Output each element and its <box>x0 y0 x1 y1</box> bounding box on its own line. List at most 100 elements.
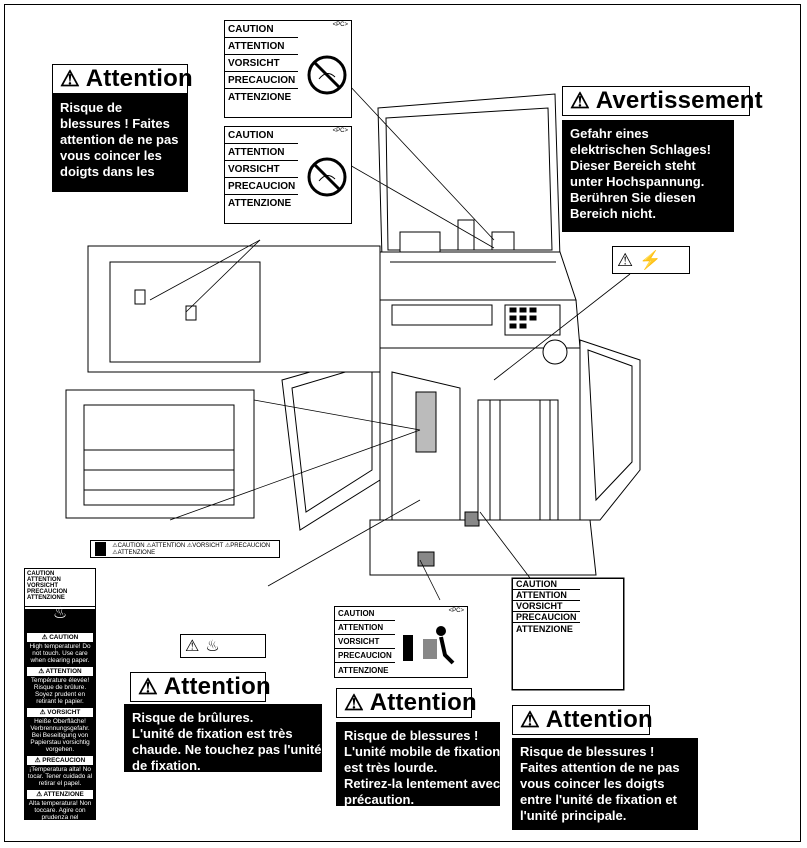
label-row: ATTENTION <box>335 621 395 635</box>
label-row: ATTENTION <box>27 577 61 583</box>
message-line: elektrischen Schlages! <box>570 142 711 157</box>
message-line: Gefahr eines <box>570 126 649 141</box>
attention-header-top-left: ⚠ Attention <box>52 64 193 94</box>
warning-label-bottom-right: CAUTION ATTENTION VORSICHT PRECAUCION AT… <box>512 578 624 690</box>
message-line: Retirez-la lentement avec <box>344 776 501 791</box>
label-row: CAUTION <box>225 127 299 144</box>
message-line: Risque de <box>60 100 123 115</box>
message-line: entre l'unité de fixation et <box>520 792 677 807</box>
section-body: Alta temperatura! Non toccare. Agire con… <box>28 800 92 828</box>
label-code: <PC> <box>332 128 348 134</box>
label-row: ATTENTION <box>513 590 580 601</box>
attention-header-mobile: ⚠ Attention <box>336 688 477 718</box>
attention-title: Attention <box>369 689 477 716</box>
attention-message-right: Risque de blessures ! Faites attention d… <box>512 738 698 830</box>
avertissement-message: Gefahr eines elektrischen Schlages! Dies… <box>562 120 734 232</box>
avertissement-title: Avertissement <box>595 87 763 114</box>
label-row: PRECAUCION <box>335 649 395 663</box>
warning-triangle-icon: ⚠ <box>617 249 634 270</box>
hot-surface-strip-label: ⚠CAUTION ⚠ATTENTION ⚠VORSICHT ⚠PRECAUCIO… <box>90 540 280 558</box>
warning-triangle-icon: ⚠ <box>185 638 200 655</box>
label-row: PRECAUCION <box>225 178 299 195</box>
label-row: CAUTION <box>225 21 299 38</box>
warning-triangle-icon: ⚠ <box>344 690 364 715</box>
message-line: Berühren Sie diesen <box>570 190 696 205</box>
label-row: VORSICHT <box>335 635 395 649</box>
attention-title: Attention <box>85 65 193 92</box>
label-row: VORSICHT <box>225 161 299 178</box>
message-line: de fixation. <box>132 758 201 773</box>
message-line: attention de ne pas <box>60 132 179 147</box>
pinch-hazard-icon <box>403 626 455 665</box>
vertical-section: ⚠ PRECAUCION ¡Temperatura alta! No tocar… <box>25 754 95 788</box>
label-row: PRECAUCION <box>27 589 68 595</box>
section-head: ⚠ ATTENZIONE <box>27 790 93 799</box>
label-row: ATTENZIONE <box>516 623 573 634</box>
label-code: <PC> <box>332 22 348 28</box>
section-body: High temperature! Do not touch. Use care… <box>29 643 91 664</box>
message-line: Bereich nicht. <box>570 206 656 221</box>
hot-surface-icon: ♨ <box>205 638 220 655</box>
vertical-section: ⚠ ATTENZIONE Alta temperatura! Non tocca… <box>25 788 95 829</box>
vertical-warning-label: CAUTION ATTENTION VORSICHT PRECAUCION AT… <box>24 568 96 828</box>
message-line: Dieser Bereich steht <box>570 158 696 173</box>
attention-header-right: ⚠ Attention <box>512 705 653 735</box>
label-row: ATTENTION <box>225 38 299 55</box>
message-line: doigts dans les <box>60 164 155 179</box>
label-row: ATTENZIONE <box>228 198 292 209</box>
no-hand-pinch-icon <box>307 55 347 95</box>
high-voltage-label: ⚠ ⚡ <box>612 246 690 274</box>
label-row: PRECAUCION <box>513 612 580 623</box>
label-row: VORSICHT <box>27 583 59 589</box>
message-line: Risque de blessures ! <box>344 728 479 743</box>
figure-frame <box>4 4 801 842</box>
attention-header-burn: ⚠ Attention <box>130 672 271 702</box>
lightning-warning-icon: ⚡ <box>639 249 662 270</box>
label-row: PRECAUCION <box>225 72 299 89</box>
label-code: <PC> <box>448 608 464 614</box>
warning-triangle-icon: ⚠ <box>520 707 540 732</box>
message-line: Faites attention de ne pas <box>520 760 680 775</box>
warning-label-center: CAUTION ATTENTION VORSICHT PRECAUCION AT… <box>334 606 468 678</box>
message-line: vous coincer les <box>60 148 162 163</box>
message-line: unter Hochspannung. <box>570 174 705 189</box>
message-line: l'unité principale. <box>520 808 627 823</box>
section-head: ⚠ ATTENTION <box>27 667 93 676</box>
hot-surface-icon <box>95 542 107 556</box>
vertical-label-top: CAUTION ATTENTION VORSICHT PRECAUCION AT… <box>25 569 95 607</box>
attention-message-mobile: Risque de blessures ! L'unité mobile de … <box>336 722 501 807</box>
attention-message-top-left: Risque de blessures ! Faites attention d… <box>52 94 188 192</box>
message-line: vous coincer les doigts <box>520 776 665 791</box>
hot-surface-icon: ♨ <box>52 605 68 622</box>
warning-triangle-icon: ⚠ <box>138 674 158 699</box>
warning-label-top-2: CAUTION ATTENTION VORSICHT PRECAUCION AT… <box>224 126 352 224</box>
vertical-label-body: ♨ ⚠ CAUTION High temperature! Do not tou… <box>25 605 95 828</box>
label-row: CAUTION <box>513 579 580 590</box>
avertissement-header: ⚠ Avertissement <box>562 86 763 116</box>
label-row: ATTENZIONE <box>27 595 65 601</box>
message-line: blessures ! Faites <box>60 116 170 131</box>
section-head: ⚠ CAUTION <box>27 633 93 642</box>
message-line: précaution. <box>344 792 415 807</box>
label-row: VORSICHT <box>225 55 299 72</box>
attention-title: Attention <box>545 706 653 733</box>
message-line: chaude. Ne touchez pas l'unité <box>132 742 322 757</box>
vertical-section: ⚠ ATTENTION Température élevée! Risque d… <box>25 665 95 706</box>
vertical-section: ⚠ VORSICHT Heiße Oberfläche! Verbrennung… <box>25 706 95 754</box>
message-line: L'unité de fixation est très <box>132 726 293 741</box>
section-body: Heiße Oberfläche! Verbrennungsgefahr. Be… <box>30 718 90 753</box>
warning-triangle-icon: ⚠ <box>570 88 590 113</box>
section-body: ¡Temperatura alta! No tocar. Tener cuida… <box>27 766 93 787</box>
strip-text: ⚠CAUTION ⚠ATTENTION ⚠VORSICHT ⚠PRECAUCIO… <box>112 543 271 556</box>
message-line: L'unité mobile de fixation <box>344 744 501 759</box>
label-row: CAUTION <box>27 571 55 577</box>
warning-triangle-icon: ⚠ <box>60 66 80 91</box>
attention-message-burn: Risque de brûlures. L'unité de fixation … <box>124 704 322 773</box>
warning-label-top-1: CAUTION ATTENTION VORSICHT PRECAUCION AT… <box>224 20 352 118</box>
label-row: ATTENTION <box>225 144 299 161</box>
hot-surface-label: ⚠ ♨ <box>180 634 266 658</box>
label-row: VORSICHT <box>513 601 580 612</box>
no-hand-pinch-icon <box>307 157 347 197</box>
vertical-section: ⚠ CAUTION High temperature! Do not touch… <box>25 631 95 665</box>
message-line: est très lourde. <box>344 760 438 775</box>
